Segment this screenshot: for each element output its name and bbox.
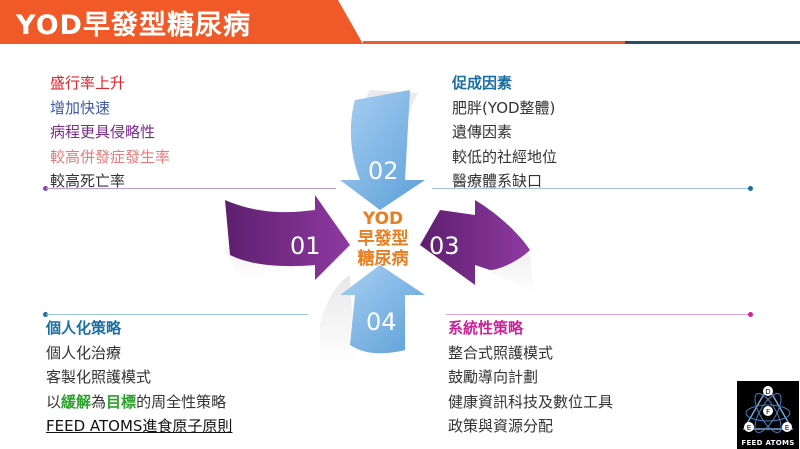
personal-heading: 個人化策略 xyxy=(46,319,122,337)
title-underline-navy xyxy=(625,41,800,44)
divider-top-right xyxy=(432,188,750,189)
svg-text:E: E xyxy=(747,424,751,432)
factor-item: 醫療體系缺口 xyxy=(452,172,543,190)
text-post: 的周全性策略 xyxy=(136,392,227,411)
feed-atoms-logo: D F E E FEED ATOMS xyxy=(737,381,799,449)
text-remission: 緩解 xyxy=(61,392,92,411)
center-line-1: YOD xyxy=(362,209,404,229)
title-banner-shape xyxy=(0,0,363,44)
text-goal: 目標 xyxy=(106,392,137,411)
arrow-02 xyxy=(340,90,425,210)
personalized-strategy: 個人化策略 個人化治療 客製化照護模式 以緩解為目標的周全性策略 FEED AT… xyxy=(46,316,232,439)
divider-bottom-right xyxy=(446,314,750,315)
arrow-01-number: 01 xyxy=(290,232,321,260)
feed-atoms-principle: FEED ATOMS進食原子原則 xyxy=(46,417,233,435)
impact-item-rapid-increase: 增加快速 xyxy=(50,98,111,117)
systemic-item: 政策與資源分配 xyxy=(448,417,554,435)
factors-heading: 促成因素 xyxy=(452,74,513,92)
text-mid: 為 xyxy=(91,392,107,411)
arrow-03 xyxy=(420,200,530,285)
logo-caption: FEED ATOMS xyxy=(741,439,795,447)
svg-text:F: F xyxy=(766,408,770,416)
divider-dot xyxy=(748,312,753,317)
systemic-item: 健康資訊科技及數位工具 xyxy=(448,392,614,411)
title-underline-orange xyxy=(363,41,625,44)
four-arrow-diagram xyxy=(225,90,535,365)
systemic-strategy: 系統性策略 整合式照護模式 鼓勵導向計劃 健康資訊科技及數位工具 政策與資源分配 xyxy=(448,316,613,439)
personal-item: 客製化照護模式 xyxy=(46,368,152,386)
divider-dot xyxy=(748,186,753,191)
center-line-3: 糖尿病 xyxy=(357,249,409,269)
impact-list: 盛行率上升 增加快速 病程更具侵略性 較高併發症發生率 較高死亡率 xyxy=(50,71,170,194)
systemic-item: 鼓勵導向計劃 xyxy=(448,368,539,386)
factor-item: 遺傳因素 xyxy=(452,123,513,141)
impact-item-prevalence: 盛行率上升 xyxy=(50,74,126,92)
arrow-04 xyxy=(340,265,425,354)
impact-item-complications: 較高併發症發生率 xyxy=(50,147,171,166)
contributing-factors: 促成因素 肥胖(YOD整體) 遺傳因素 較低的社經地位 醫療體系缺口 xyxy=(452,71,557,194)
center-line-2: 早發型 xyxy=(357,229,409,249)
divider-bottom-left xyxy=(46,314,308,315)
title-banner: YOD早發型糖尿病 xyxy=(0,0,363,44)
impact-item-mortality: 較高死亡率 xyxy=(50,172,126,190)
systemic-heading: 系統性策略 xyxy=(448,319,524,337)
atom-icon: D F E E xyxy=(742,385,794,433)
arrow-01 xyxy=(225,195,350,280)
arrow-03-number: 03 xyxy=(429,232,460,260)
center-label: YOD 早發型 糖尿病 xyxy=(340,209,426,269)
arrow-04-curl xyxy=(320,275,355,365)
personal-item: 個人化治療 xyxy=(46,343,122,362)
arrow-02-number: 02 xyxy=(368,157,399,185)
systemic-item: 整合式照護模式 xyxy=(448,343,554,362)
personal-item-remission: 以緩解為目標的周全性策略 xyxy=(46,390,232,415)
divider-top-left xyxy=(46,188,336,189)
text-pre: 以 xyxy=(46,392,62,411)
factor-item: 較低的社經地位 xyxy=(452,147,558,166)
page-title: YOD早發型糖尿病 xyxy=(16,10,251,41)
svg-text:E: E xyxy=(785,424,789,432)
svg-text:D: D xyxy=(765,388,770,396)
arrow-04-number: 04 xyxy=(366,308,397,336)
factor-item: 肥胖(YOD整體) xyxy=(452,98,556,117)
divider-dot xyxy=(43,312,48,317)
impact-item-aggressive-course: 病程更具侵略性 xyxy=(50,123,156,141)
divider-dot xyxy=(43,186,48,191)
